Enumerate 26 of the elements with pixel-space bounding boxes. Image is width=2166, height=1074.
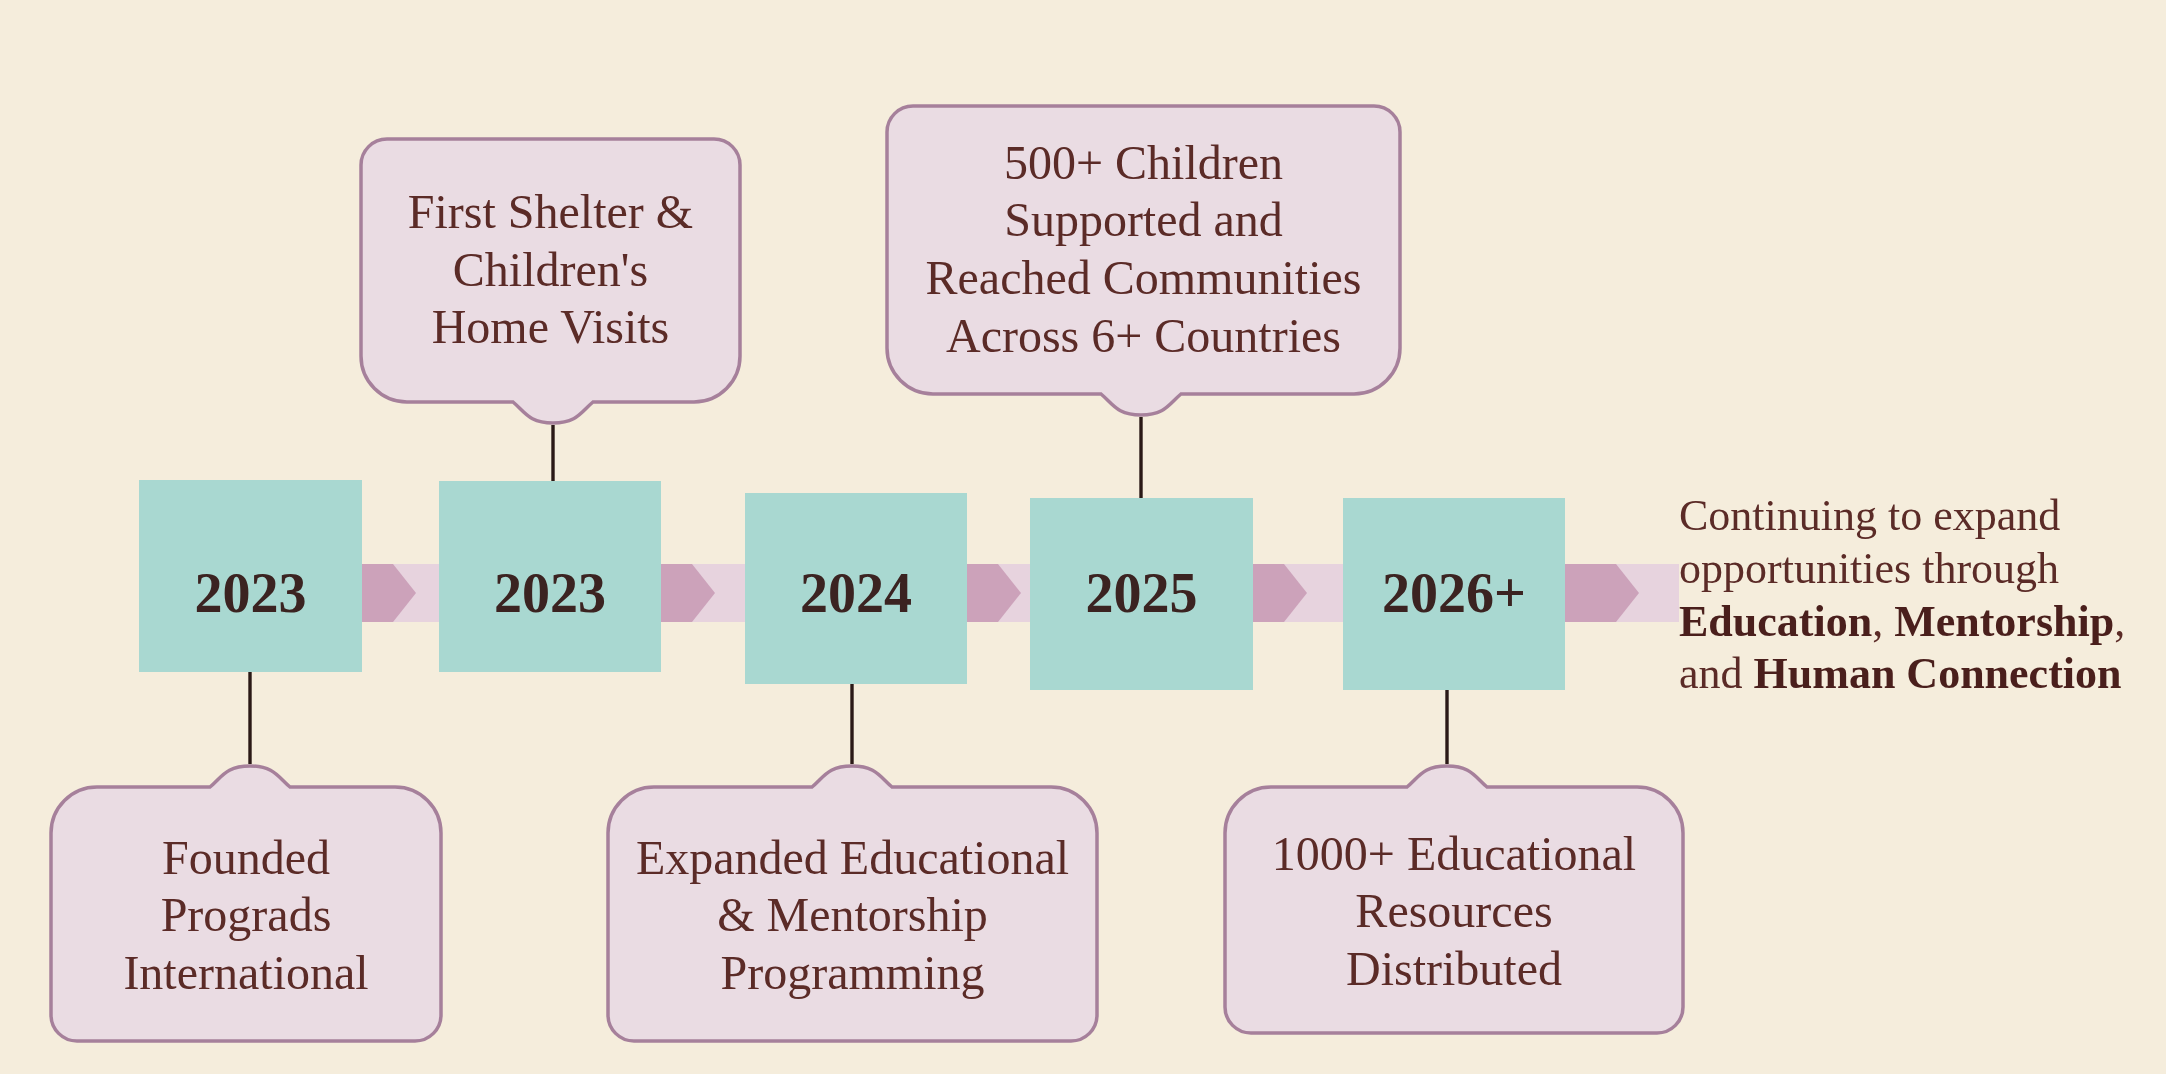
speech-bubble bbox=[1223, 764, 1685, 1035]
connector-line bbox=[1445, 690, 1449, 764]
closing-statement: Continuing to expand opportunities through Education, Mentorship, and Human Connection bbox=[1679, 490, 2128, 702]
milestone-text: 500+ Children Supported and Reached Communities Across 6+ Countries bbox=[924, 134, 1363, 364]
year-label: 2024 bbox=[800, 561, 912, 625]
year-label: 2023 bbox=[194, 561, 307, 625]
milestone-text: Expanded Educational & Mentorship Programming bbox=[634, 829, 1071, 1001]
connector-line bbox=[551, 425, 555, 481]
year-box bbox=[745, 493, 967, 684]
year-label: 2023 bbox=[494, 561, 606, 625]
speech-bubble bbox=[885, 104, 1402, 417]
milestone-text: Founded Prograds International bbox=[122, 829, 370, 1001]
year-label: 2026+ bbox=[1382, 561, 1526, 625]
milestone-text: 1000+ Educational Resources Distributed bbox=[1270, 825, 1638, 997]
year-box bbox=[439, 481, 661, 672]
year-box bbox=[1343, 498, 1565, 690]
speech-bubble bbox=[359, 137, 742, 425]
year-label: 2025 bbox=[1085, 561, 1198, 625]
year-box bbox=[1030, 498, 1253, 690]
year-box bbox=[139, 480, 362, 672]
milestone-text: First Shelter & Children's Home Visits bbox=[406, 184, 695, 356]
connector-line bbox=[850, 684, 854, 764]
connector-line bbox=[1139, 417, 1143, 498]
speech-bubble bbox=[606, 764, 1099, 1043]
speech-bubble bbox=[49, 764, 443, 1043]
connector-line bbox=[248, 672, 252, 764]
